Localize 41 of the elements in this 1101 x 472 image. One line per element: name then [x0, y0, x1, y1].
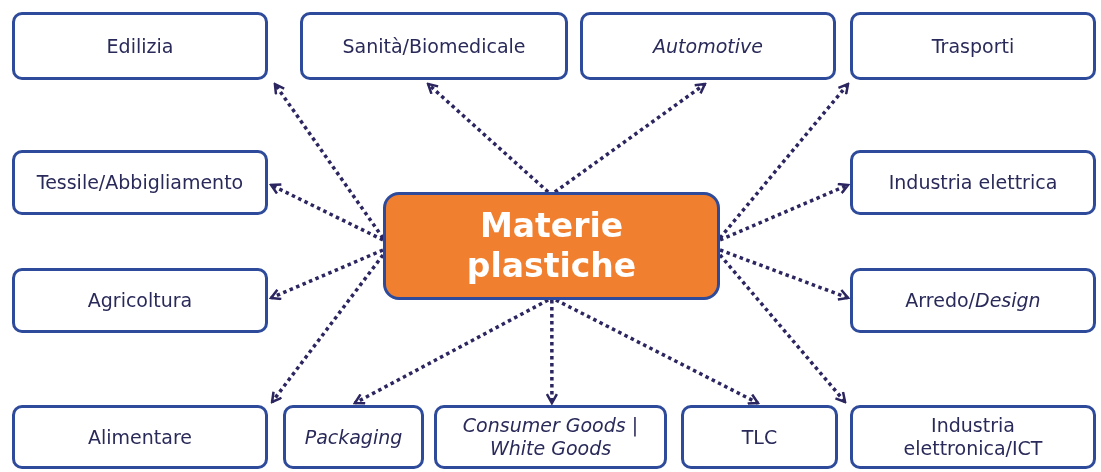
sector-box [850, 268, 1096, 333]
node-label: Arredo/Design [905, 289, 1041, 312]
sector-box [12, 268, 268, 333]
sector-box [283, 405, 424, 469]
dotted-arrow [555, 298, 760, 405]
sector-box [434, 405, 667, 469]
sector-box [12, 150, 268, 215]
node-label: Trasporti [931, 34, 1015, 58]
node-label: Automotive [653, 34, 763, 58]
node-label: Industria elettronica/ICT [902, 414, 1044, 460]
dotted-arrow [270, 253, 385, 404]
sector-box [580, 12, 836, 80]
dotted-arrow [269, 248, 384, 301]
sector-box [300, 12, 568, 80]
node-label: Tessile/Abbigliamento [36, 171, 244, 194]
dotted-arrow [553, 82, 707, 194]
node-label: Sanità/Biomedicale [342, 34, 526, 58]
dotted-arrow [353, 298, 549, 405]
node-label: Industria elettrica [888, 171, 1058, 194]
sector-box [850, 150, 1096, 215]
node-label: TLC [741, 425, 778, 449]
dotted-arrow [545, 300, 559, 405]
dotted-arrow [426, 82, 550, 194]
dotted-arrow [269, 183, 384, 242]
node-label: Materie plastiche [465, 206, 638, 286]
sector-box [850, 405, 1096, 469]
dotted-arrow [719, 248, 850, 301]
dotted-arrow [718, 82, 850, 240]
sector-box [12, 12, 268, 80]
node-label: Consumer Goods | White Goods [461, 414, 640, 460]
sector-box [850, 12, 1096, 80]
node-label: Alimentare [88, 425, 192, 449]
node-label: Packaging [304, 425, 403, 449]
dotted-arrow [718, 253, 847, 404]
sector-box [12, 405, 268, 469]
dotted-arrow [273, 82, 385, 239]
node-label: Agricoltura [87, 289, 193, 312]
central-box [383, 192, 720, 300]
sector-box [681, 405, 838, 469]
dotted-arrow [719, 182, 850, 242]
node-label: Edilizia [106, 34, 174, 58]
